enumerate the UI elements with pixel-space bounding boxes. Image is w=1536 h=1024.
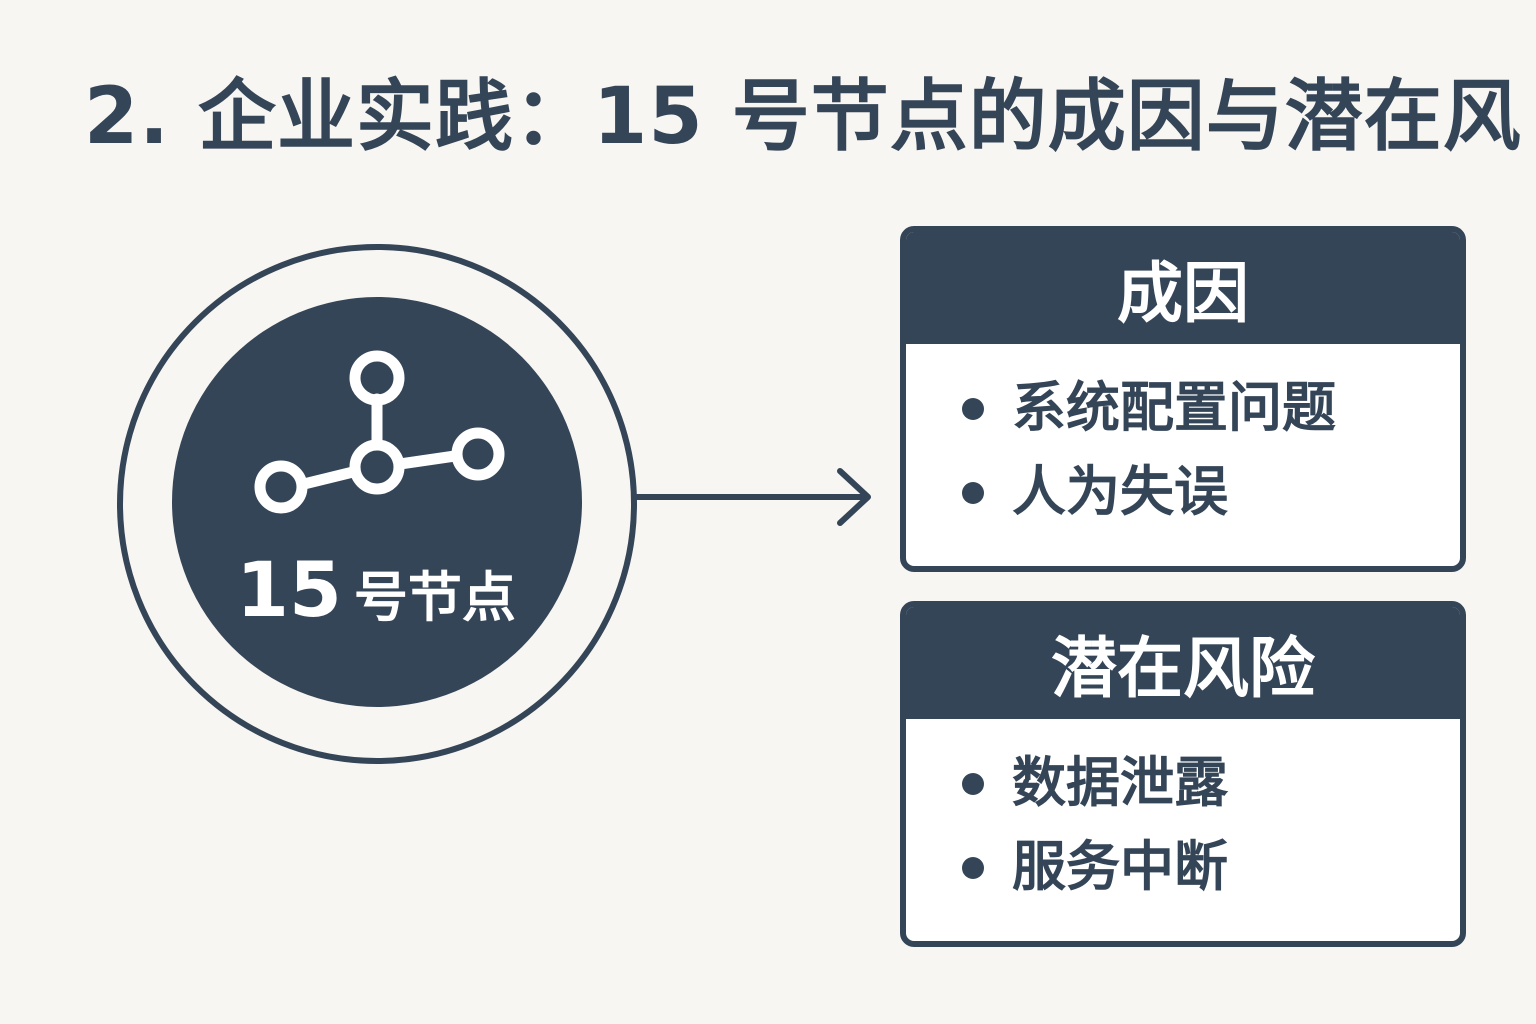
list-item-label: 系统配置问题 (1012, 376, 1336, 439)
list-item: 系统配置问题 (956, 366, 1460, 450)
cause-card-header: 成因 (906, 232, 1460, 344)
bullet-dot-icon (962, 482, 984, 504)
risk-card-header: 潜在风险 (906, 607, 1460, 719)
node-number: 15 (236, 545, 342, 634)
bullet-dot-icon (962, 773, 984, 795)
list-item-label: 服务中断 (1012, 835, 1228, 898)
node-label-text: 号节点 (353, 566, 516, 629)
page-title: 2. 企业实践：15 号节点的成因与潜在风 (84, 72, 1522, 162)
list-item: 数据泄露 (956, 741, 1460, 825)
cause-card: 成因 系统配置问题 人为失误 (900, 226, 1466, 572)
list-item: 人为失误 (956, 450, 1460, 534)
list-item: 服务中断 (956, 825, 1460, 909)
arrow-to-cards (633, 468, 871, 526)
risk-card: 潜在风险 数据泄露 服务中断 (900, 601, 1466, 947)
network-nodes-icon (254, 350, 505, 514)
bullet-dot-icon (962, 398, 984, 420)
risk-list: 数据泄露 服务中断 (906, 719, 1460, 909)
cause-list: 系统配置问题 人为失误 (906, 344, 1460, 534)
bullet-dot-icon (962, 857, 984, 879)
node-inner-circle (172, 297, 582, 707)
list-item-label: 人为失误 (1012, 460, 1228, 523)
list-item-label: 数据泄露 (1012, 751, 1228, 814)
